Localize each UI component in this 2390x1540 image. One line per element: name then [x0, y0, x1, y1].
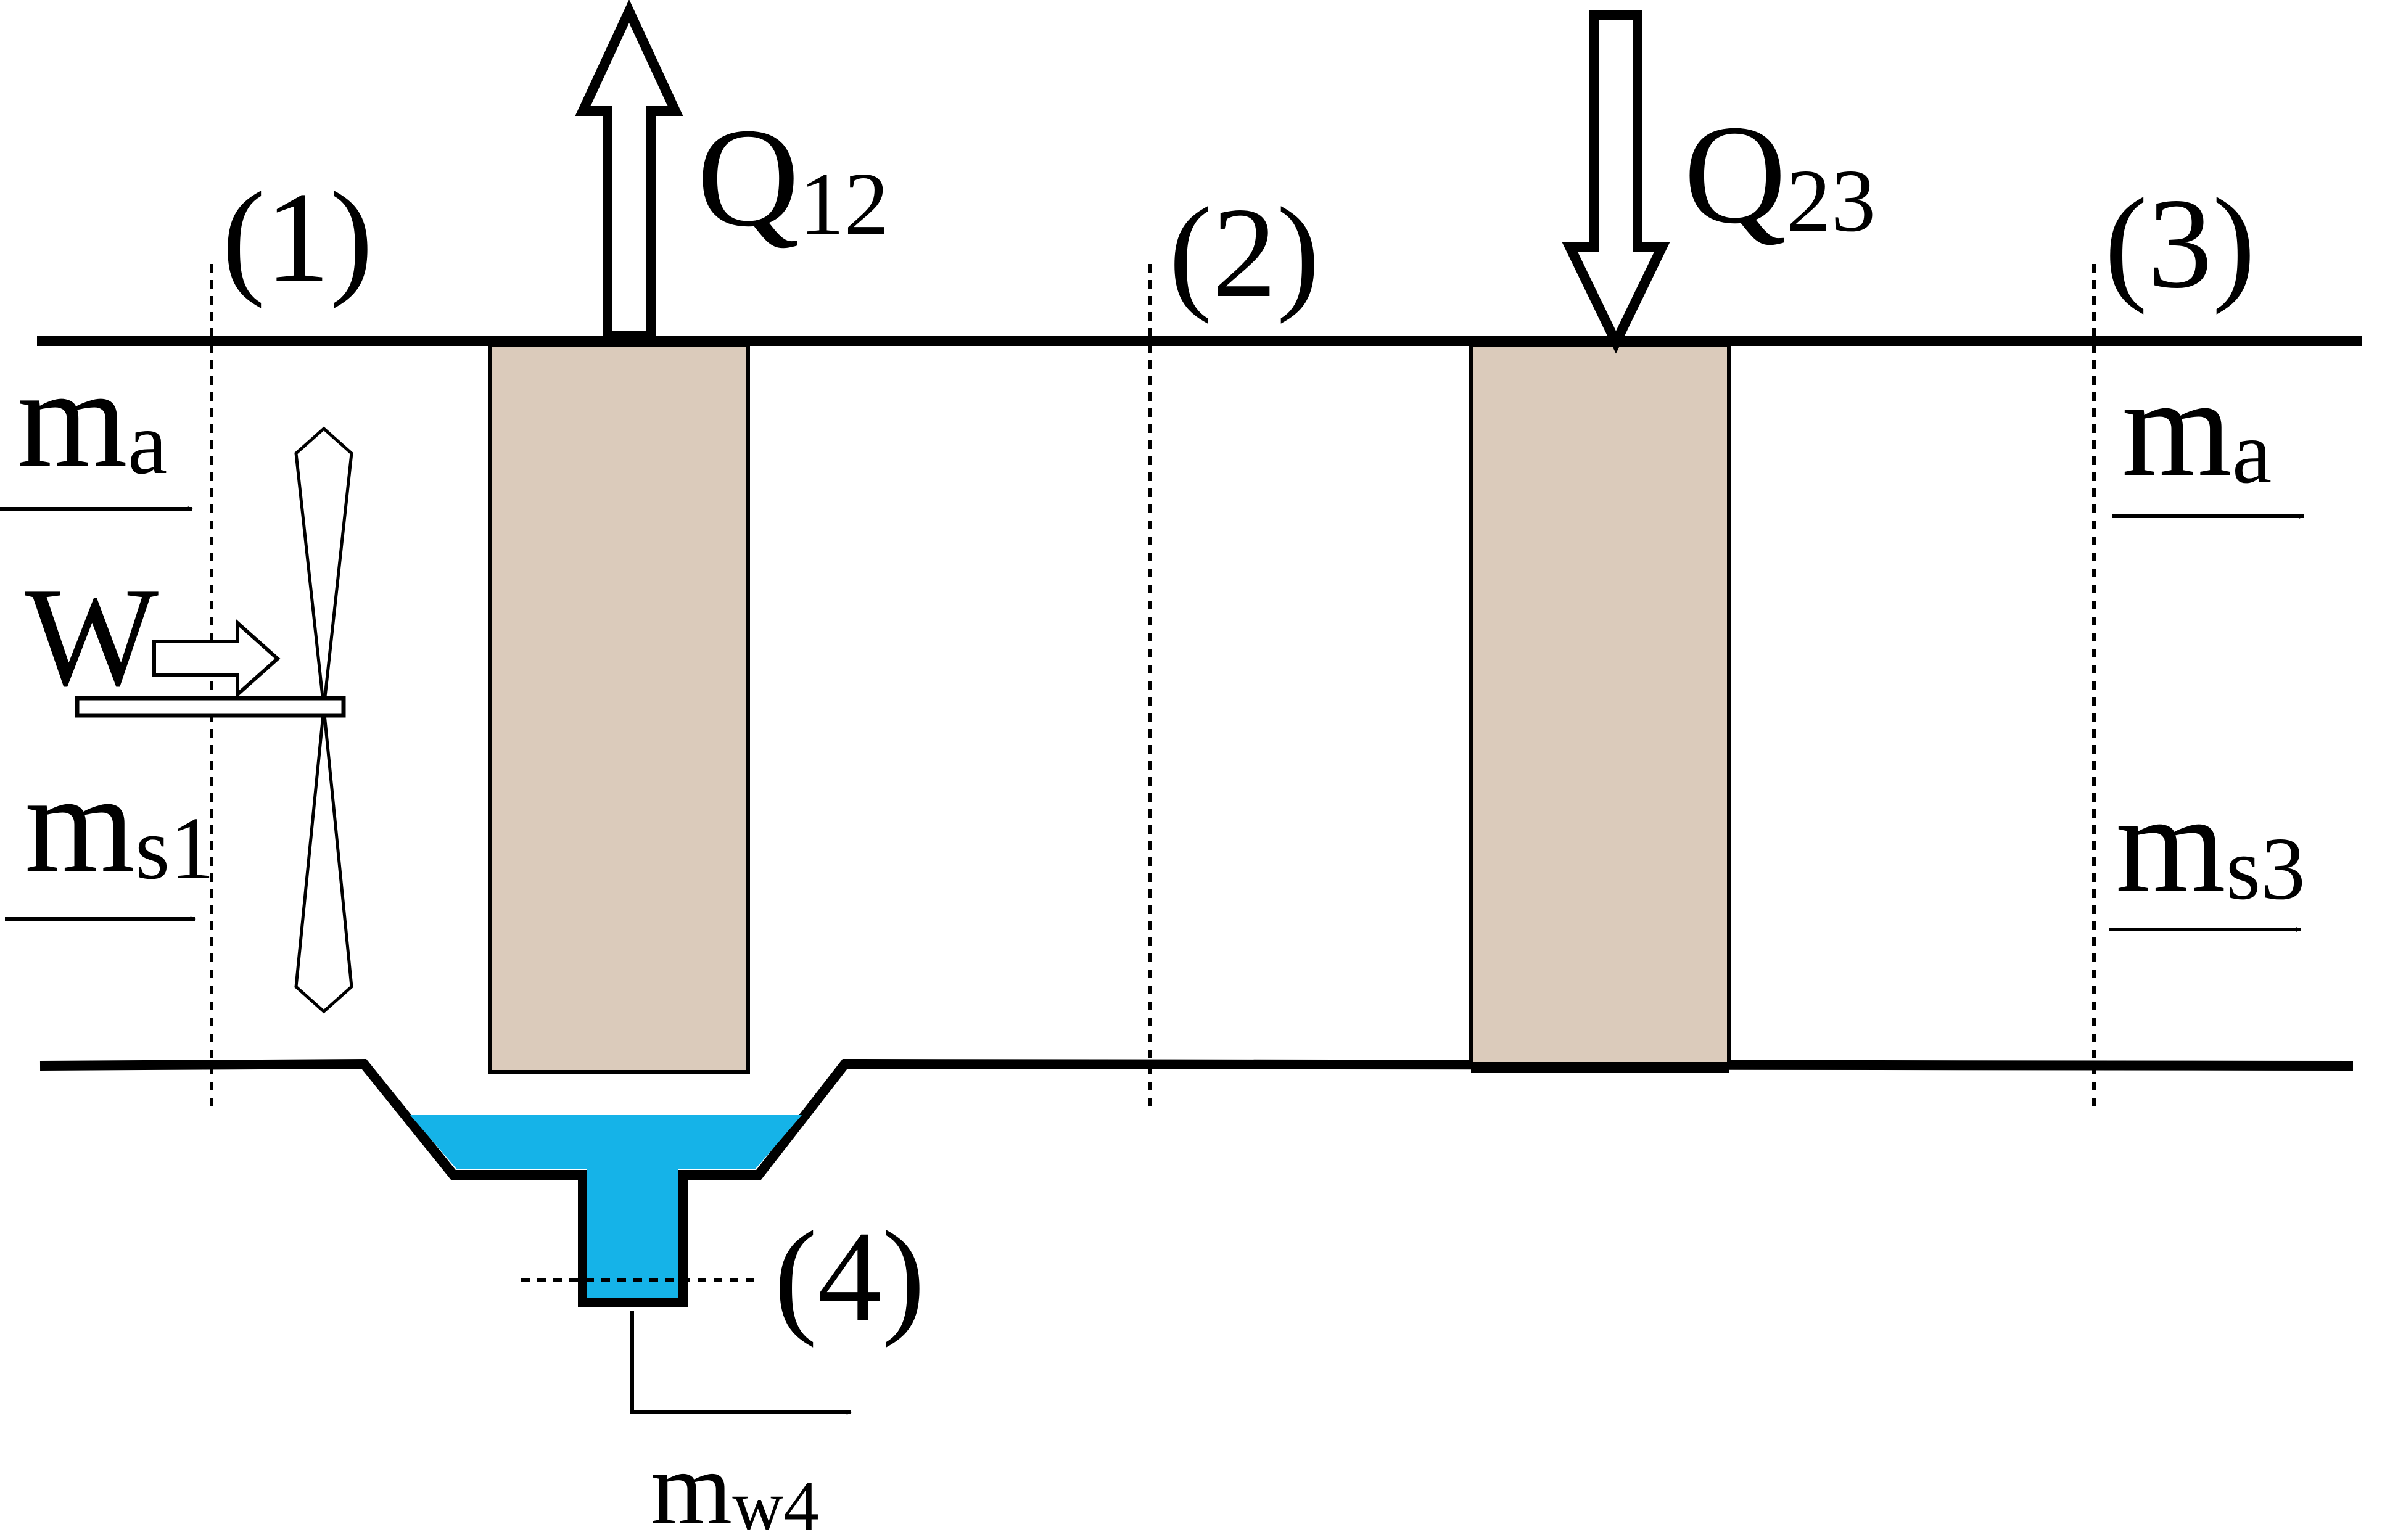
- heat-out-subscript: 12: [799, 155, 889, 253]
- hollow-arrow-down-icon: [1562, 10, 1670, 354]
- heating-coil: [1469, 344, 1731, 1069]
- air-in-label: ma: [17, 339, 167, 496]
- air-in-subscript: a: [128, 394, 167, 493]
- steam-in-symbol: m: [25, 744, 135, 902]
- section-label-2: (2): [1169, 181, 1320, 324]
- hollow-arrow-right-icon: [152, 619, 281, 699]
- water-out-symbol: m: [651, 1430, 732, 1540]
- fan-icon: [294, 426, 353, 1014]
- cooling-coil: [488, 344, 750, 1074]
- water-out-label: mw4: [651, 1430, 819, 1540]
- heat-in-subscript: 23: [1786, 152, 1876, 250]
- steam-out-subscript: s3: [2226, 820, 2306, 918]
- section-label-4: (4): [774, 1205, 925, 1348]
- heat-in-label: Q23: [1684, 96, 1876, 253]
- duct-bottom-wall: [39, 1058, 2354, 1307]
- water-out-subscript: w4: [732, 1467, 819, 1540]
- heat-in-symbol: Q: [1684, 96, 1786, 253]
- air-out-label: ma: [2122, 348, 2272, 506]
- air-out-subscript: a: [2232, 403, 2272, 502]
- steam-out-label: ms3: [2116, 765, 2306, 922]
- steam-out-symbol: m: [2116, 765, 2226, 922]
- condensate-water: [410, 1115, 802, 1298]
- steam-in-subscript: s1: [135, 799, 215, 898]
- steam-in-label: ms1: [25, 744, 215, 902]
- heat-out-label: Q12: [697, 99, 889, 256]
- work-label: W: [25, 558, 159, 715]
- air-in-symbol: m: [17, 339, 128, 496]
- air-out-symbol: m: [2122, 348, 2232, 506]
- fan-shaft: [75, 696, 346, 718]
- heat-out-symbol: Q: [697, 99, 799, 256]
- section-label-1: (1): [222, 166, 373, 309]
- hollow-arrow-up-icon: [575, 0, 683, 341]
- water-out-arrow: [630, 1311, 852, 1415]
- section-label-3: (3): [2104, 172, 2256, 315]
